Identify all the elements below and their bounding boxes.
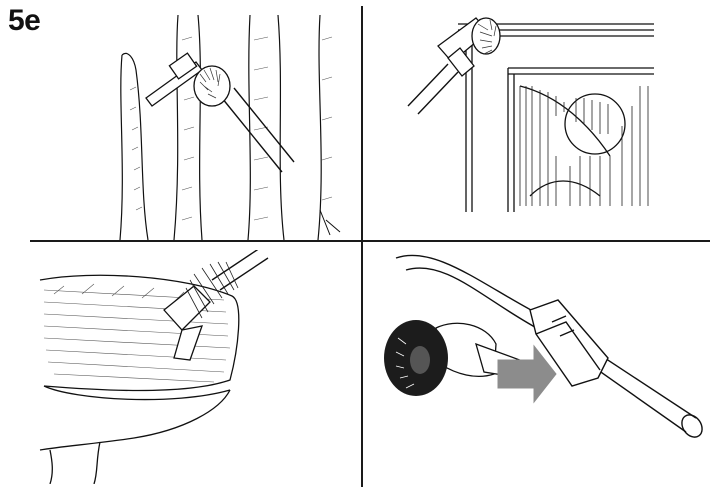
frame-brush-illustration: [407, 17, 654, 212]
step-label: 5e: [8, 4, 41, 37]
vertical-divider: [361, 6, 363, 487]
curtain-brush-illustration: [119, 14, 341, 240]
panel-table-brush: [34, 250, 354, 484]
attach-tool-illustration: [384, 254, 703, 438]
horizontal-divider: [30, 240, 710, 242]
panel-frame-brush: [400, 6, 656, 218]
panel-attach-tool: [376, 248, 710, 484]
table-brush-illustration: [39, 250, 269, 484]
panel-curtain-brush: [100, 10, 358, 240]
push-arrow-icon: [497, 344, 557, 404]
